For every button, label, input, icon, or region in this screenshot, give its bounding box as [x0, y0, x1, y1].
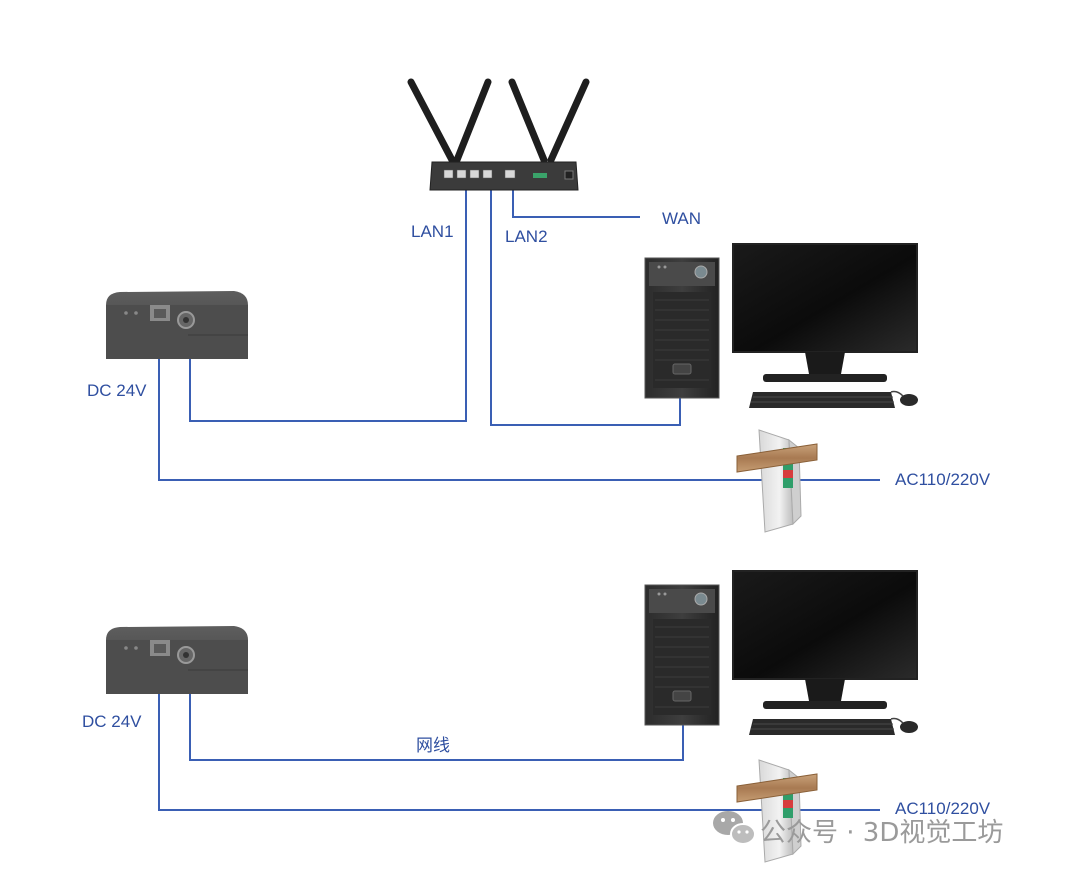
- wire-lan1: [189, 180, 467, 422]
- label-dc-bottom: DC 24V: [82, 712, 142, 731]
- pc-workstation-bottom: [644, 570, 919, 736]
- label-dc-top: DC 24V: [87, 381, 147, 400]
- label-ac-top: AC110/220V: [895, 470, 991, 489]
- wire-lan2: [490, 180, 681, 426]
- wires-top: [158, 178, 880, 481]
- camera-box-icon: [105, 625, 249, 695]
- router-icon: [407, 78, 590, 191]
- label-lan1: LAN1: [411, 222, 454, 241]
- wire-dc-top: [158, 322, 880, 481]
- pc-workstation-top: [644, 243, 919, 409]
- wire-network-cable: [189, 660, 684, 761]
- wires-bottom: [158, 655, 880, 811]
- wire-dc-bottom: [158, 655, 880, 811]
- wechat-icon: [713, 811, 756, 845]
- camera-box-icon: [105, 290, 249, 360]
- label-ac-bottom: AC110/220V: [895, 799, 991, 818]
- label-wan: WAN: [662, 209, 702, 228]
- label-lan2: LAN2: [505, 227, 548, 246]
- watermark-text: 公众号 · 3D视觉工坊: [760, 818, 1004, 848]
- label-network-cable: 网线: [416, 736, 450, 755]
- wire-wan: [512, 178, 640, 218]
